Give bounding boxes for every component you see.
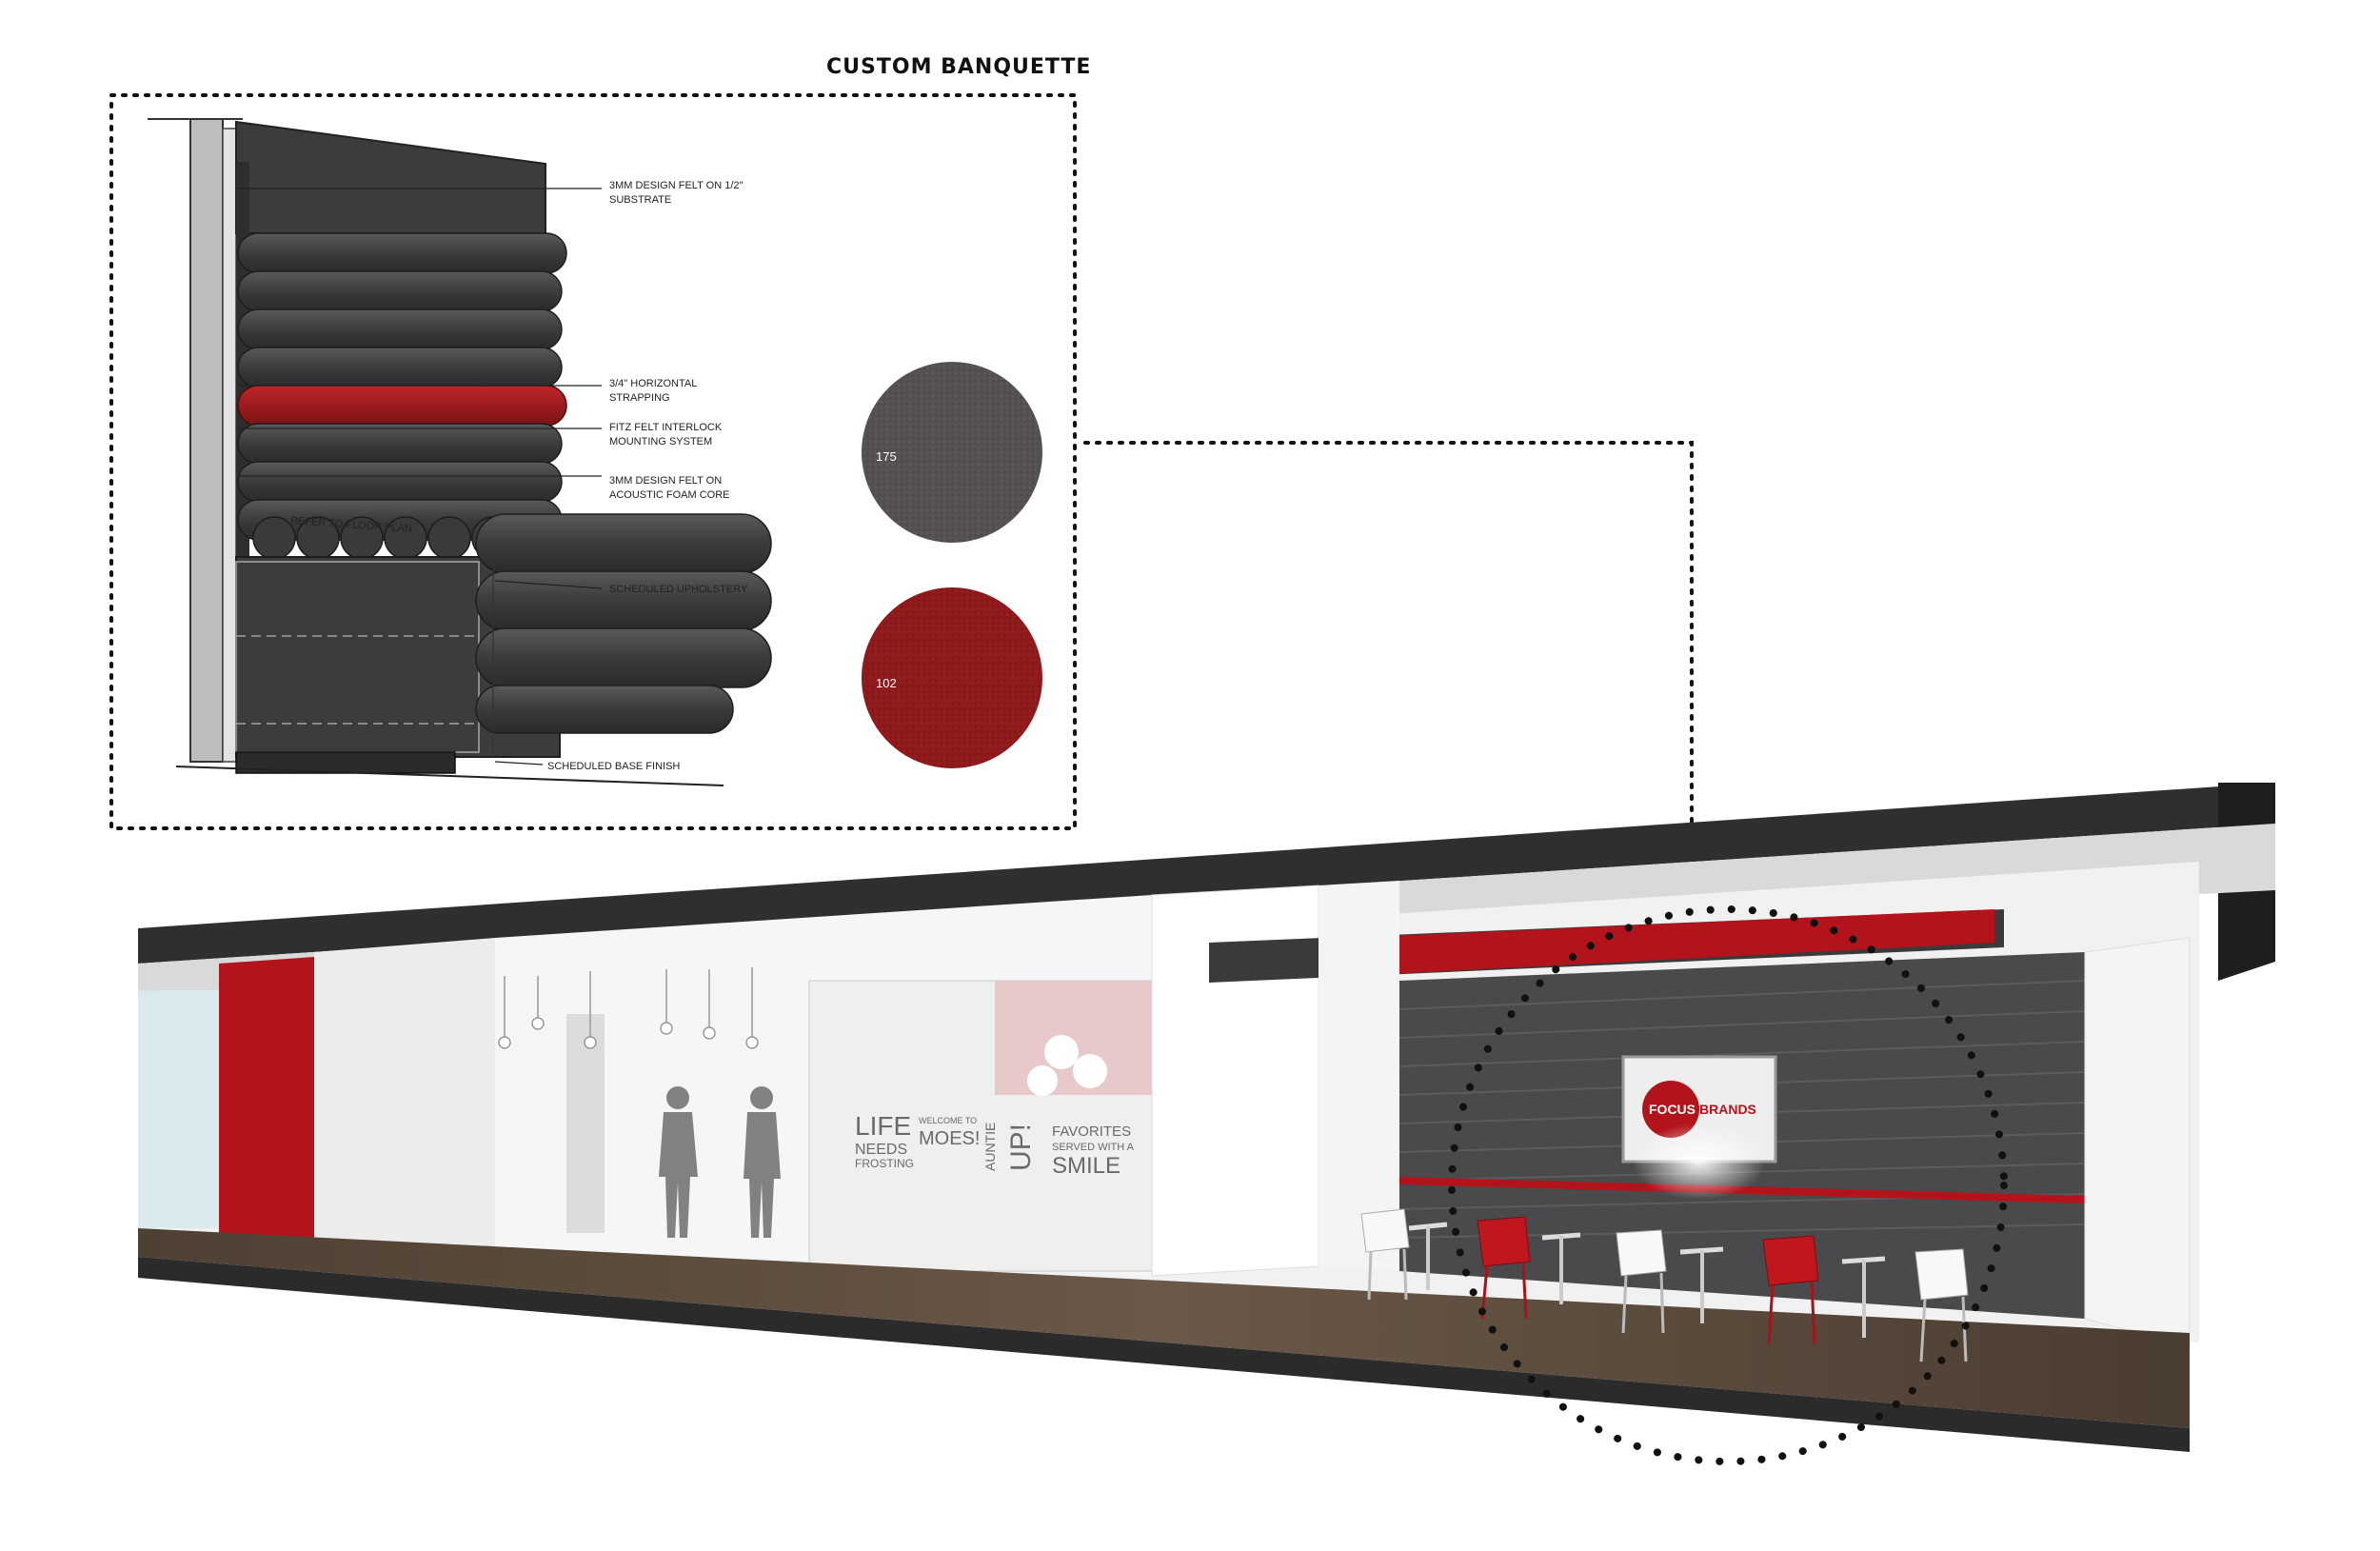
wall-graphics: LIFE NEEDS FROSTING WELCOME TO MOES! AUN… (855, 1111, 1135, 1179)
seat-front-rolls (475, 513, 772, 734)
detail-frame (109, 93, 1077, 830)
cafe-furniture (1360, 1208, 1969, 1362)
back-rolls (237, 232, 567, 541)
section-detail: 1'-6" 3MM DESIGN FELT ON 1/2" SUBSTRATE … (109, 93, 1077, 830)
swatch-102 (862, 587, 1042, 768)
swatches: 175 102 (862, 362, 1042, 768)
callout-1-line2: SUBSTRATE (609, 194, 671, 206)
red-column (219, 957, 314, 1238)
sheet-title: CUSTOM BANQUETTE (826, 55, 1092, 79)
callout-2-line1: 3/4" HORIZONTAL (609, 378, 697, 389)
swatch-175 (862, 362, 1042, 543)
detail-connector (1083, 441, 1694, 949)
svg-text:LIFE: LIFE (855, 1111, 911, 1141)
red-accent-roll (237, 385, 567, 427)
chair-white-2 (1616, 1229, 1667, 1334)
svg-text:NEEDS: NEEDS (855, 1142, 907, 1158)
svg-text:SMILE: SMILE (1052, 1153, 1121, 1179)
sign-brand-part2: BRANDS (1699, 1102, 1756, 1117)
svg-text:SERVED WITH A: SERVED WITH A (1052, 1142, 1135, 1153)
callout-2-line2: STRAPPING (609, 392, 670, 404)
pendant-lights (498, 967, 759, 1049)
callout-5-line1: SCHEDULED UPHOLSTERY (609, 584, 748, 595)
callout-leaders (238, 188, 603, 766)
callout-3-line1: FITZ FELT INTERLOCK (609, 422, 723, 433)
svg-text:AUNTIE: AUNTIE (982, 1123, 998, 1171)
svg-text:FROSTING: FROSTING (855, 1157, 914, 1170)
callout-4-line1: 3MM DESIGN FELT ON (609, 475, 722, 487)
svg-text:FAVORITES: FAVORITES (1052, 1123, 1131, 1140)
red-soffit-band (1352, 909, 1994, 976)
wall-stud (189, 118, 224, 763)
substrate (222, 128, 237, 763)
wood-floor (138, 1228, 2190, 1428)
ceiling-slab (138, 783, 2275, 964)
sign-brand-part1: FOCUS (1649, 1102, 1696, 1117)
chair-red-2 (1762, 1235, 1819, 1345)
svg-text:1'-6": 1'-6" (494, 665, 506, 686)
people-silhouettes (659, 1086, 781, 1238)
floor-line (175, 766, 724, 786)
callout-3-line2: MOUNTING SYSTEM (609, 436, 712, 447)
swatch-102-label: 102 (876, 676, 897, 690)
felt-panel (235, 120, 546, 234)
callout-4-line2: ACOUSTIC FOAM CORE (609, 489, 730, 501)
callout-6-line1: SCHEDULED BASE FINISH (547, 761, 680, 772)
chair-white-1 (1360, 1208, 1410, 1301)
swatch-175-label: 175 (876, 449, 897, 464)
floor-slab-edge (138, 1257, 2190, 1452)
svg-text:MOES!: MOES! (919, 1128, 980, 1149)
interior-rendering: LIFE NEEDS FROSTING WELCOME TO MOES! AUN… (138, 783, 2275, 1465)
callout-1-line1: 3MM DESIGN FELT ON 1/2" (609, 180, 744, 191)
svg-text:UP!: UP! (1005, 1123, 1037, 1171)
focus-circle (1448, 905, 2008, 1465)
svg-text:WELCOME TO: WELCOME TO (919, 1116, 977, 1125)
